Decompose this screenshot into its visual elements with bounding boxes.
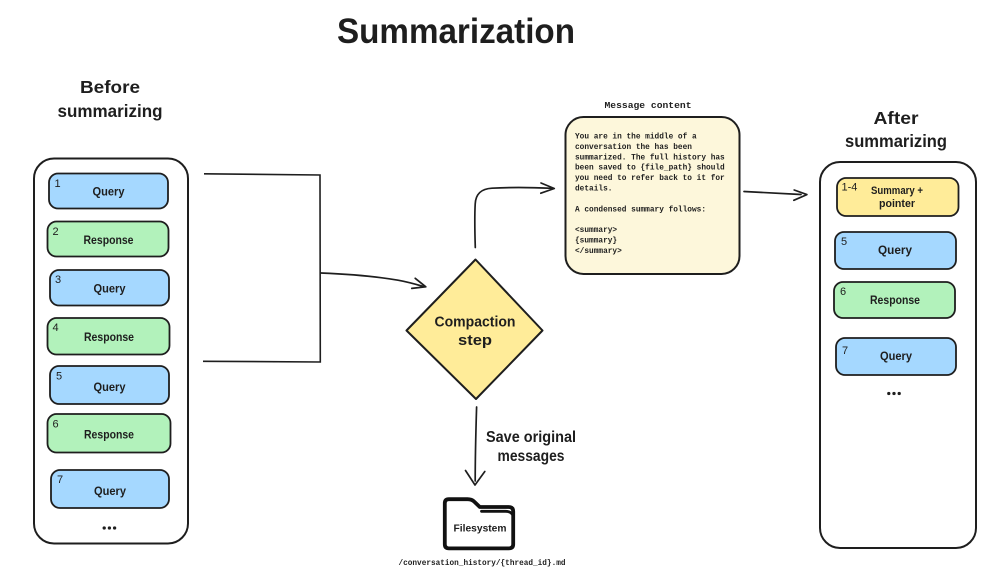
svg-text:5: 5	[841, 236, 847, 248]
svg-text:details.: details.	[575, 186, 612, 194]
svg-text:You are in the middle of a: You are in the middle of a	[575, 134, 697, 142]
svg-text:4: 4	[53, 322, 59, 334]
svg-text:5: 5	[56, 371, 62, 383]
svg-text:Query: Query	[880, 349, 912, 363]
svg-text:pointer: pointer	[879, 198, 916, 210]
svg-text:step: step	[458, 333, 492, 349]
svg-text:Query: Query	[94, 484, 126, 498]
svg-text:6: 6	[53, 419, 59, 431]
svg-text:Query: Query	[878, 243, 912, 257]
svg-text:summarizing: summarizing	[58, 101, 163, 121]
svg-text:you need to refer back to it f: you need to refer back to it for	[575, 175, 725, 183]
svg-text:Compaction: Compaction	[435, 315, 516, 331]
svg-text:A condensed summary follows:: A condensed summary follows:	[575, 206, 706, 214]
svg-text:Message content: Message content	[605, 100, 692, 111]
svg-text:Response: Response	[84, 428, 134, 442]
svg-text:Filesystem: Filesystem	[454, 523, 507, 535]
svg-text:messages: messages	[498, 448, 565, 465]
svg-text:Query: Query	[93, 185, 125, 199]
svg-text:1-4: 1-4	[842, 182, 858, 194]
svg-text:6: 6	[840, 286, 846, 298]
svg-text:After: After	[874, 108, 919, 128]
svg-text:summarized. The full history h: summarized. The full history has	[575, 154, 725, 162]
svg-text:Response: Response	[84, 330, 134, 344]
svg-text:/conversation_history/{thread_: /conversation_history/{thread_id}.md	[399, 560, 566, 568]
svg-text:Query: Query	[94, 282, 126, 296]
svg-text:been saved to {file_path} shou: been saved to {file_path} should	[575, 165, 725, 173]
svg-text:Query: Query	[94, 380, 126, 394]
svg-text:<summary>: <summary>	[575, 227, 617, 235]
svg-text:7: 7	[57, 474, 63, 486]
svg-text:Response: Response	[84, 233, 134, 247]
svg-text:1: 1	[55, 178, 61, 190]
svg-text:2: 2	[53, 226, 59, 238]
svg-text:Summarization: Summarization	[337, 12, 575, 51]
svg-text:</summary>: </summary>	[575, 248, 622, 256]
svg-text:Summary +: Summary +	[871, 185, 923, 197]
svg-text:7: 7	[842, 345, 848, 357]
svg-text:Before: Before	[80, 77, 140, 97]
svg-text:Response: Response	[870, 293, 920, 307]
svg-text:{summary}: {summary}	[575, 238, 617, 246]
svg-text:conversation the has been: conversation the has been	[575, 144, 692, 152]
svg-text:summarizing: summarizing	[845, 131, 947, 151]
svg-text:3: 3	[55, 274, 61, 286]
svg-text:Save original: Save original	[486, 429, 576, 446]
